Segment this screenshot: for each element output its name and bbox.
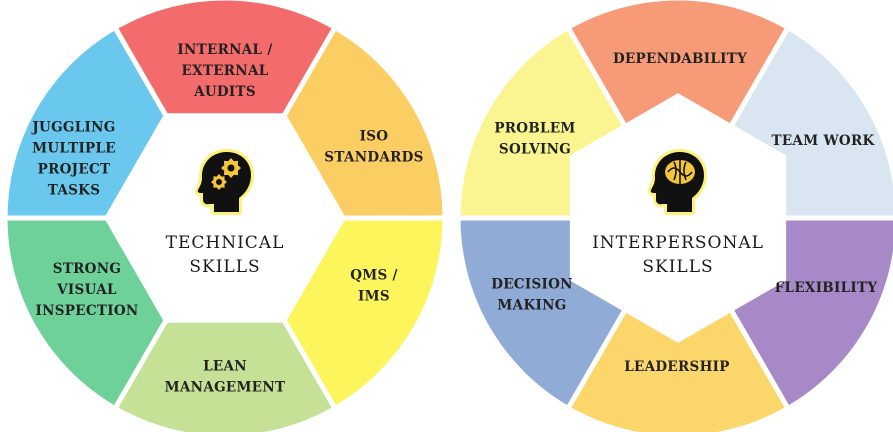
segment-juggling-multiple-project-tasks	[2, 24, 169, 221]
segment-problem-solving	[455, 24, 629, 221]
segment-label-qms-ims: QMS /IMS	[350, 268, 398, 305]
segment-label-dependability: DEPENDABILITY	[613, 51, 747, 67]
segment-team-work	[727, 24, 893, 221]
segment-label-flexibility: FLEXIBILITY	[775, 280, 878, 296]
center-hexagon	[107, 115, 343, 321]
segment-label-leadership: LEADERSHIP	[624, 359, 729, 375]
interpersonal-skills-wheel: DEPENDABILITY TEAM WORK FLEXIBILITY LEADERS…	[455, 0, 893, 432]
head-with-brain-icon	[647, 149, 707, 215]
head-with-gears-icon	[194, 149, 254, 215]
center-hexagon	[572, 96, 784, 340]
segment-label-team-work: TEAM WORK	[771, 133, 875, 149]
